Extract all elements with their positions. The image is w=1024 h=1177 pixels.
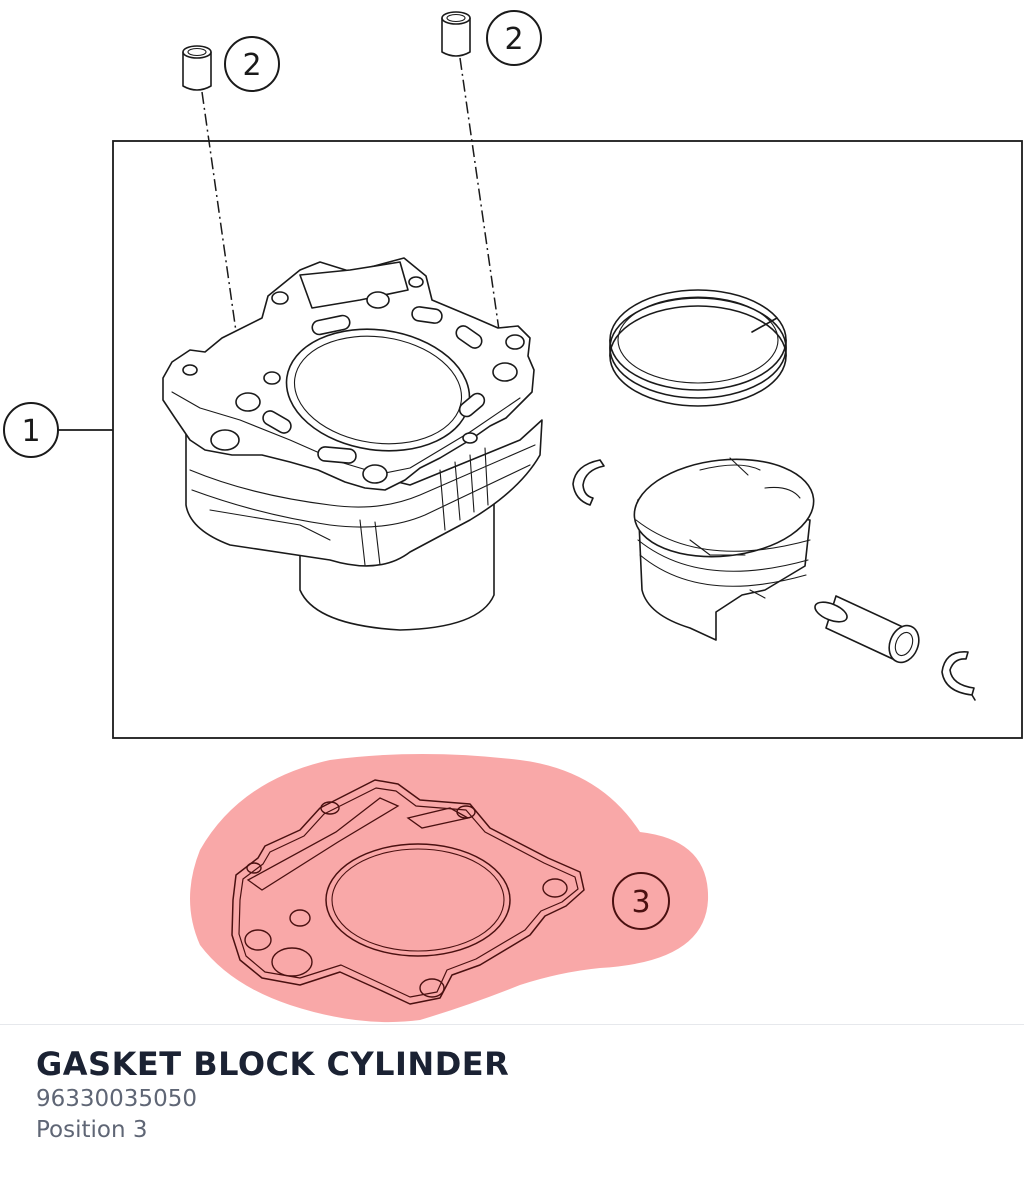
dowel-pin-left[interactable] <box>182 45 212 91</box>
circlip-left[interactable] <box>572 459 605 506</box>
piston-pin[interactable] <box>812 595 924 667</box>
callout-2-left[interactable]: 2 <box>224 36 280 92</box>
part-info-panel: GASKET BLOCK CYLINDER 96330035050 Positi… <box>36 1044 996 1146</box>
part-title: GASKET BLOCK CYLINDER <box>36 1045 510 1083</box>
callout-3[interactable]: 3 <box>612 872 670 930</box>
callout-2-right[interactable]: 2 <box>486 10 542 66</box>
callout-3-label: 3 <box>631 885 650 920</box>
callout-2-right-label: 2 <box>504 22 523 57</box>
dowel-right-axis <box>459 57 506 373</box>
dowel-left-axis <box>201 91 247 403</box>
dowel-pin-right[interactable] <box>441 11 471 57</box>
part-position: Position 3 <box>36 1117 148 1143</box>
callout-1-label: 1 <box>21 414 40 449</box>
gasket-highlight[interactable] <box>190 754 709 1023</box>
callout-2-left-label: 2 <box>242 48 261 83</box>
cylinder-kit-frame <box>112 140 1023 739</box>
cylinder-block[interactable] <box>162 257 543 631</box>
part-number: 96330035050 <box>36 1086 197 1112</box>
info-divider <box>0 1024 1024 1025</box>
piston-ring-set[interactable] <box>609 289 787 407</box>
piston[interactable] <box>629 451 818 641</box>
exploded-parts-diagram: 1 2 2 3 <box>3 10 1023 1023</box>
gasket-highlight-area <box>190 754 709 1023</box>
cylinder-base-gasket[interactable] <box>231 779 585 1005</box>
circlip-right[interactable] <box>941 651 976 701</box>
callout-1[interactable]: 1 <box>3 402 59 458</box>
